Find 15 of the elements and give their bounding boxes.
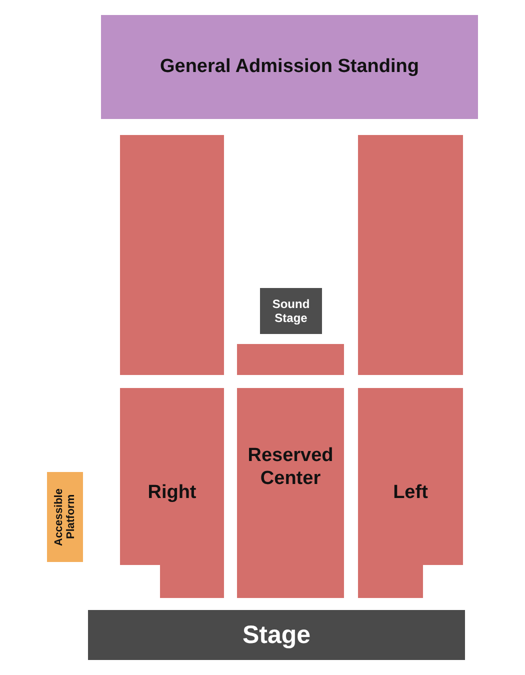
section-label: Left: [393, 482, 428, 504]
stage: [88, 610, 465, 660]
section-label: Sound Stage: [271, 296, 311, 326]
section-label: Right: [148, 482, 196, 504]
section-label: General Admission Standing: [160, 56, 419, 78]
seating-section: [237, 344, 344, 375]
accessible-platform: [47, 472, 83, 562]
section-label: Accessible Platform: [52, 487, 78, 548]
seating-section: [237, 388, 344, 598]
section-label: Stage: [242, 620, 311, 650]
sound-stage: [260, 288, 322, 334]
seating-section: [358, 135, 463, 375]
standing-area: [101, 15, 478, 119]
seating-section: [120, 135, 224, 375]
section-label: Reserved Center: [246, 445, 334, 491]
